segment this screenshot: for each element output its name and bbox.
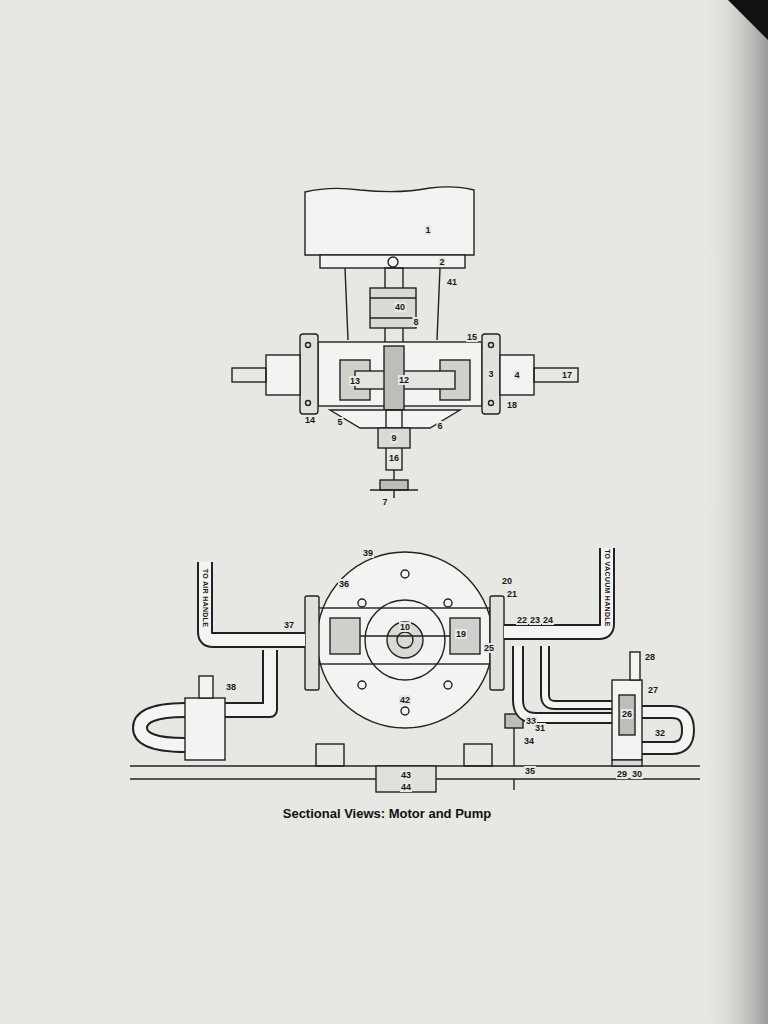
callout-number: 25 [483,643,495,653]
callout-number: 37 [283,620,295,630]
callout-number: 3 [487,369,494,379]
callout-number: 8 [412,317,419,327]
callout-number: 10 [399,622,411,632]
callout-number: 17 [561,370,573,380]
callout-number: 34 [523,736,535,746]
callout-number: 23 [529,615,541,625]
callout-number: 15 [466,332,478,342]
callout-number: 13 [349,376,361,386]
callout-number: 16 [388,453,400,463]
callout-number: 24 [542,615,554,625]
callout-number: 6 [436,421,443,431]
callout-number: 19 [455,629,467,639]
callout-number: 32 [654,728,666,738]
callout-number: 2 [438,257,445,267]
callout-number: 21 [506,589,518,599]
callout-number: 26 [621,709,633,719]
callout-number: 39 [362,548,374,558]
callout-number: 22 [516,615,528,625]
callout-number: 27 [647,685,659,695]
callout-number: 4 [513,370,520,380]
callout-number: 14 [304,415,316,425]
callout-number: 1 [424,225,431,235]
pipe-label: TO AIR HANDLE [201,568,209,628]
callout-number: 12 [398,375,410,385]
callout-number: 43 [400,770,412,780]
pipe-label: TO VACUUM HANDLE [603,548,611,628]
callout-number: 20 [501,576,513,586]
callout-number: 30 [631,769,643,779]
callout-number: 40 [394,302,406,312]
callout-number: 35 [524,766,536,776]
callout-number: 36 [338,579,350,589]
callout-number: 28 [644,652,656,662]
callout-number: 31 [534,723,546,733]
callout-number: 41 [446,277,458,287]
callout-number: 42 [399,695,411,705]
callout-number: 7 [381,497,388,507]
figure-caption: Sectional Views: Motor and Pump [283,806,492,821]
callout-number: 29 [616,769,628,779]
callout-number: 5 [336,417,343,427]
callout-number: 44 [400,782,412,792]
callout-number: 9 [390,433,397,443]
callout-number: 18 [506,400,518,410]
callout-number: 38 [225,682,237,692]
